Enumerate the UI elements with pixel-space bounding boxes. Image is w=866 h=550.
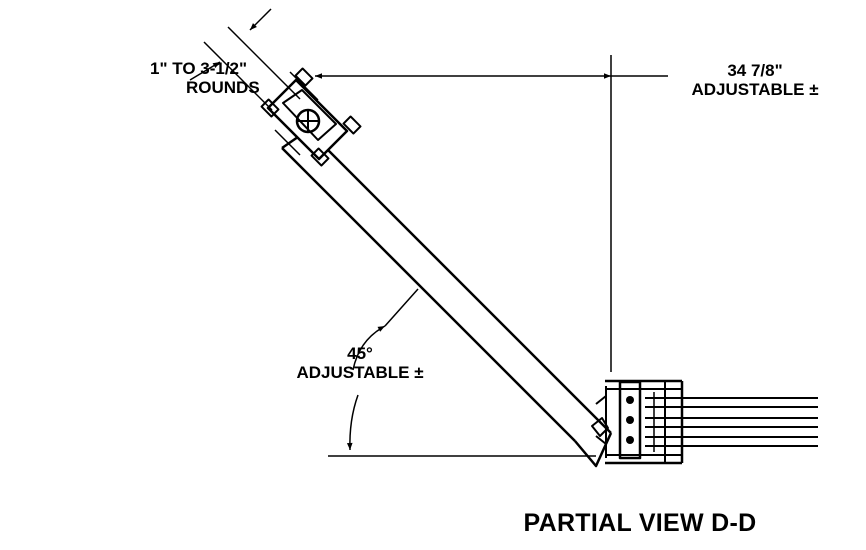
angle-dimension-label: 45° ADJUSTABLE ± xyxy=(270,344,450,382)
bracket-bolts xyxy=(626,396,634,444)
horizontal-dimension-note: ADJUSTABLE ± xyxy=(691,79,819,99)
base-bracket xyxy=(591,379,818,465)
pipe-range-line1: 1" TO 3-1/2" xyxy=(150,59,248,78)
angle-dimension xyxy=(328,288,596,457)
diagonal-arm xyxy=(281,128,613,468)
horizontal-dimension-label: 34 7/8" ADJUSTABLE ± xyxy=(665,61,845,99)
pipe-range-line2: ROUNDS xyxy=(186,77,260,97)
pipe-clamp xyxy=(260,67,362,167)
angle-dimension-note: ADJUSTABLE ± xyxy=(296,362,424,382)
angle-dimension-value: 45° xyxy=(347,344,373,363)
view-title: PARTIAL VIEW D-D xyxy=(523,509,757,537)
pipe-range-label: 1" TO 3-1/2" ROUNDS xyxy=(150,59,310,97)
horizontal-dimension-value: 34 7/8" xyxy=(727,61,783,80)
pipe-dimension xyxy=(189,8,301,111)
